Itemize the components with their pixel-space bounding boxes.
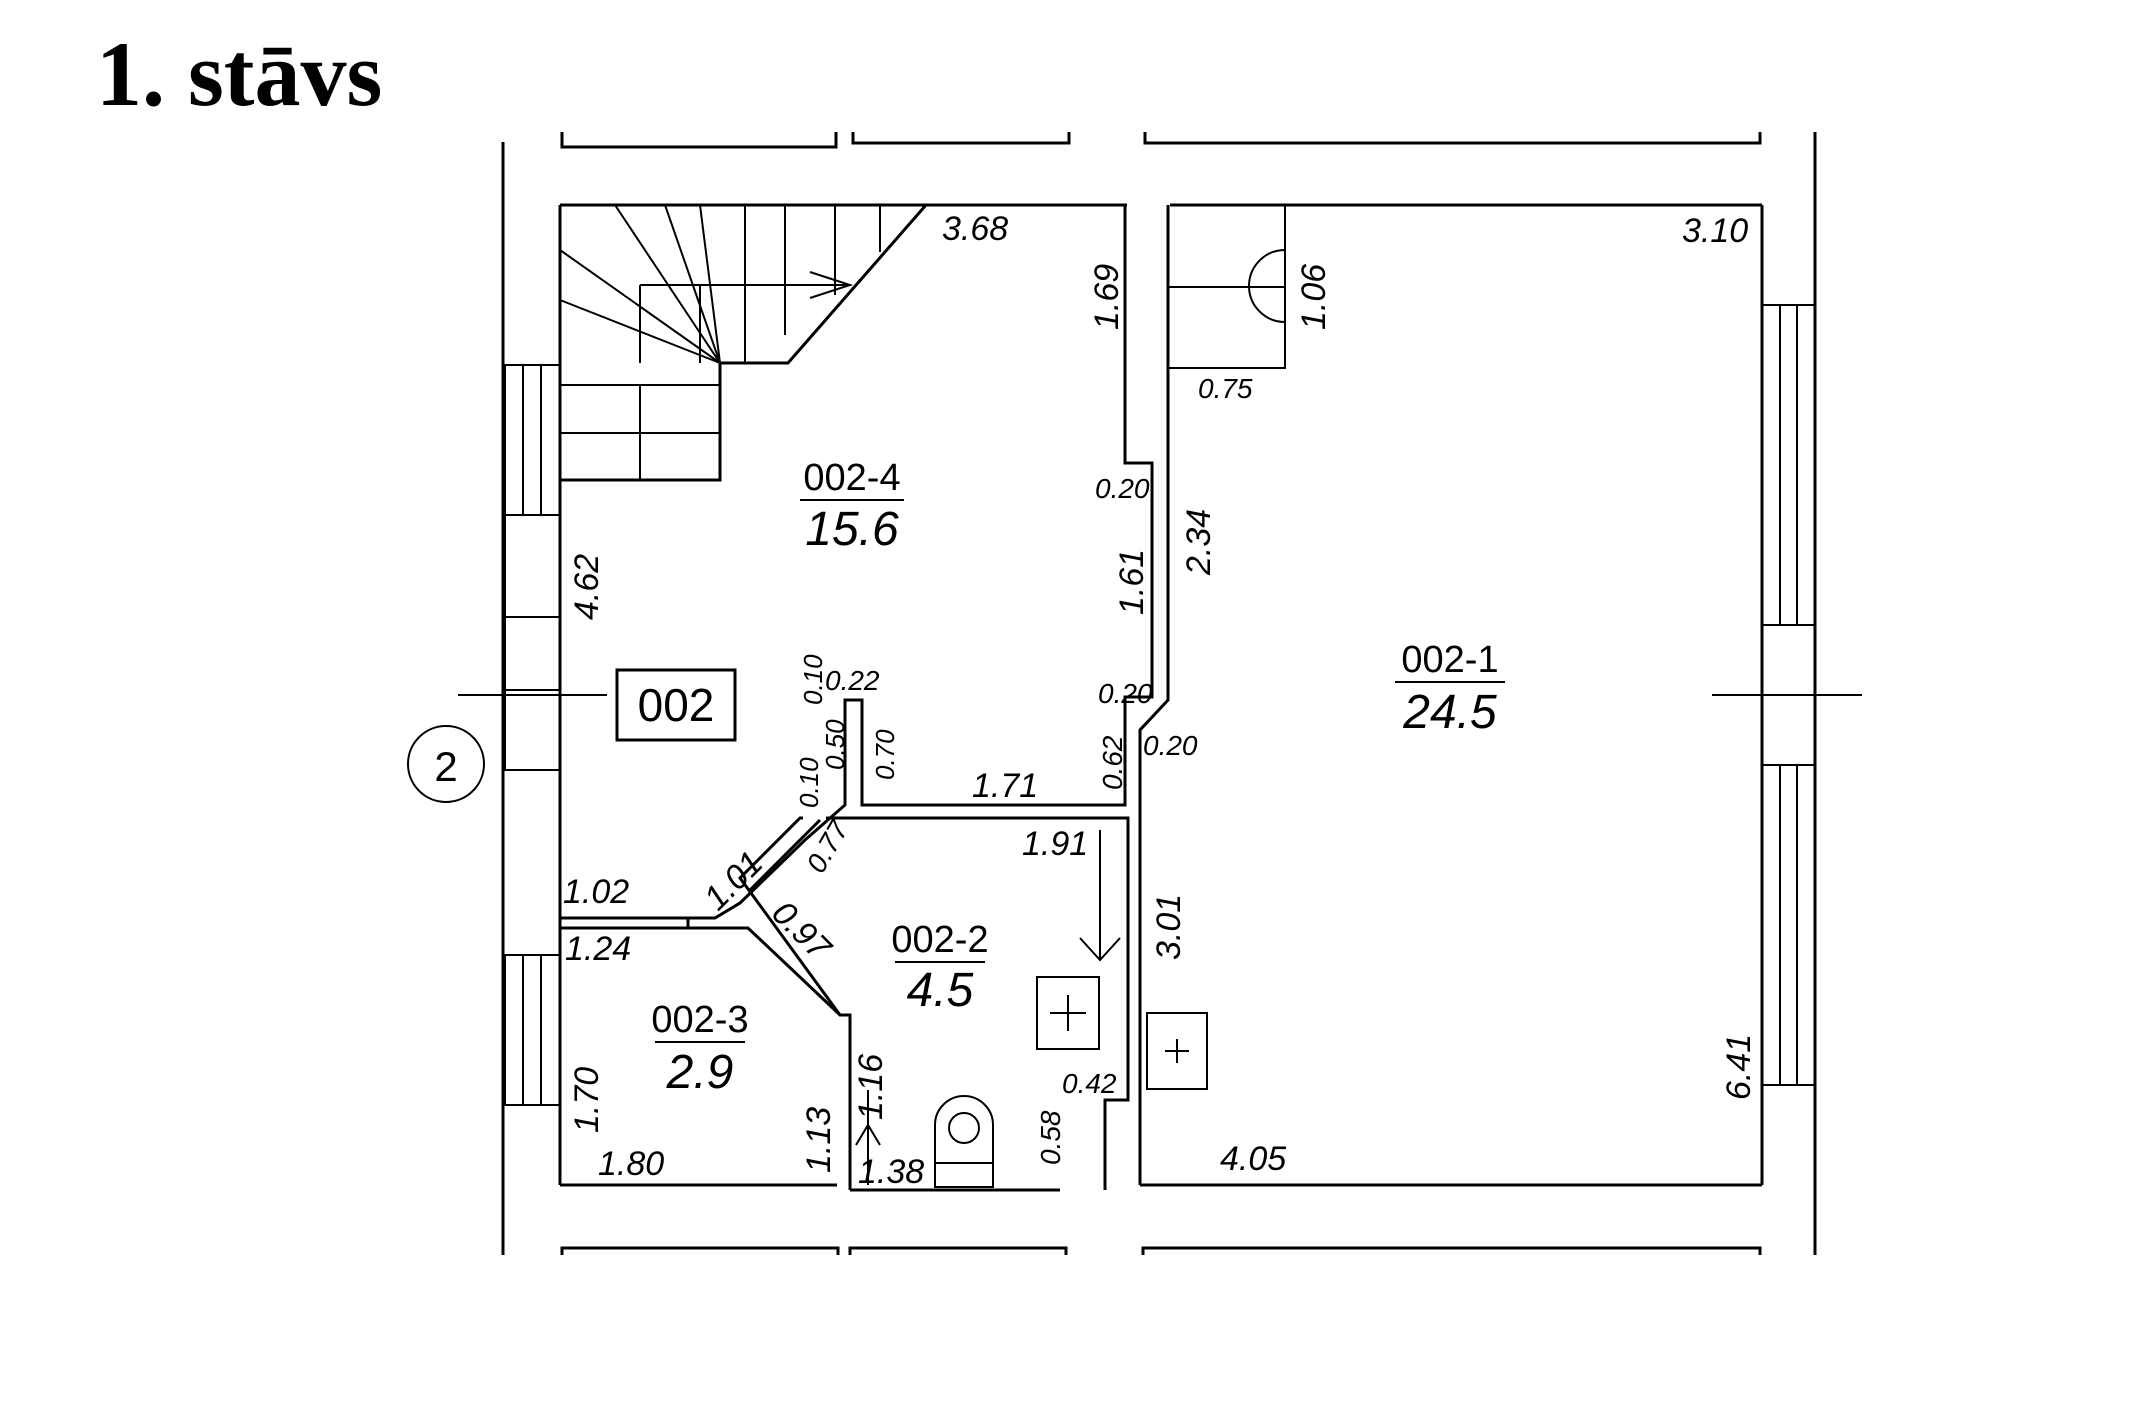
dim-label: 1.16 bbox=[852, 1054, 890, 1120]
window-left-upper bbox=[504, 364, 561, 771]
room-label-002-1: 002-1 24.5 bbox=[1395, 639, 1505, 739]
dim-label: 0.75 bbox=[1198, 373, 1253, 404]
dim-label: 0.58 bbox=[1035, 1110, 1066, 1165]
door-swings bbox=[855, 830, 1121, 1185]
room-label-002-2: 002-2 4.5 bbox=[891, 919, 988, 1017]
wardrobe bbox=[1168, 205, 1286, 369]
axis-label: 2 bbox=[434, 743, 457, 790]
dim-label: 1.80 bbox=[598, 1145, 664, 1183]
room-area: 24.5 bbox=[1402, 686, 1497, 739]
dim-label: 6.41 bbox=[1720, 1034, 1758, 1100]
room-area: 15.6 bbox=[805, 503, 899, 556]
dim-label: 0.10 bbox=[794, 757, 824, 808]
apartment-id: 002 bbox=[638, 679, 715, 731]
room-area: 2.9 bbox=[666, 1046, 734, 1099]
toilet-fixture bbox=[934, 1095, 994, 1188]
dim-label: 1.91 bbox=[1022, 825, 1088, 863]
dim-label: 0.50 bbox=[820, 719, 850, 770]
dim-label: 1.13 bbox=[800, 1107, 838, 1173]
dim-label: 0.70 bbox=[870, 729, 900, 780]
staircase bbox=[559, 203, 930, 482]
dim-label: 0.10 bbox=[798, 654, 828, 705]
top-wall-fragments bbox=[560, 132, 1762, 1255]
room-label-002-3: 002-3 2.9 bbox=[651, 999, 748, 1099]
appliance-fixture bbox=[1146, 1012, 1208, 1090]
room-id: 002-1 bbox=[1401, 639, 1498, 681]
room-id: 002-2 bbox=[891, 919, 988, 961]
dim-label: 0.20 bbox=[1095, 473, 1150, 504]
dim-label: 1.24 bbox=[565, 930, 631, 968]
dimension-labels: 3.68 1.69 3.10 1.06 0.75 0.20 2.34 1.61 … bbox=[563, 210, 1758, 1191]
dim-label: 4.62 bbox=[568, 554, 606, 620]
room-id: 002-4 bbox=[803, 457, 900, 499]
dim-label: 0.20 bbox=[1098, 678, 1153, 709]
apartment-tag: 002 bbox=[615, 668, 737, 742]
dim-label: 1.69 bbox=[1088, 264, 1126, 330]
window-left-lower bbox=[504, 954, 561, 1106]
room-id: 002-3 bbox=[651, 999, 748, 1041]
room-area: 4.5 bbox=[907, 964, 974, 1017]
dim-label: 0.62 bbox=[1097, 735, 1128, 790]
sink-fixture bbox=[1036, 976, 1100, 1050]
axis-marker bbox=[407, 694, 1862, 803]
dim-label: 0.42 bbox=[1062, 1068, 1117, 1099]
dim-label: 2.34 bbox=[1180, 509, 1218, 576]
dim-label: 3.01 bbox=[1150, 894, 1188, 960]
dim-label: 3.68 bbox=[942, 210, 1008, 248]
dim-label: 4.05 bbox=[1220, 1140, 1286, 1178]
interior-walls bbox=[560, 205, 1170, 1190]
dim-label: 1.02 bbox=[563, 873, 629, 911]
page-title: 1. stāvs bbox=[96, 23, 383, 125]
dim-label: 1.70 bbox=[568, 1067, 606, 1133]
dim-label: 0.77 bbox=[800, 814, 855, 878]
dim-label: 1.06 bbox=[1295, 264, 1333, 330]
dim-label: 1.38 bbox=[858, 1153, 924, 1191]
dim-label: 3.10 bbox=[1682, 212, 1748, 250]
dim-label: 0.22 bbox=[825, 665, 880, 696]
dim-label: 1.61 bbox=[1113, 549, 1151, 615]
dim-label: 1.71 bbox=[972, 767, 1038, 805]
dim-label: 0.20 bbox=[1143, 730, 1198, 761]
dim-label: 0.97 bbox=[764, 894, 838, 968]
room-label-002-4: 002-4 15.6 bbox=[800, 457, 904, 556]
